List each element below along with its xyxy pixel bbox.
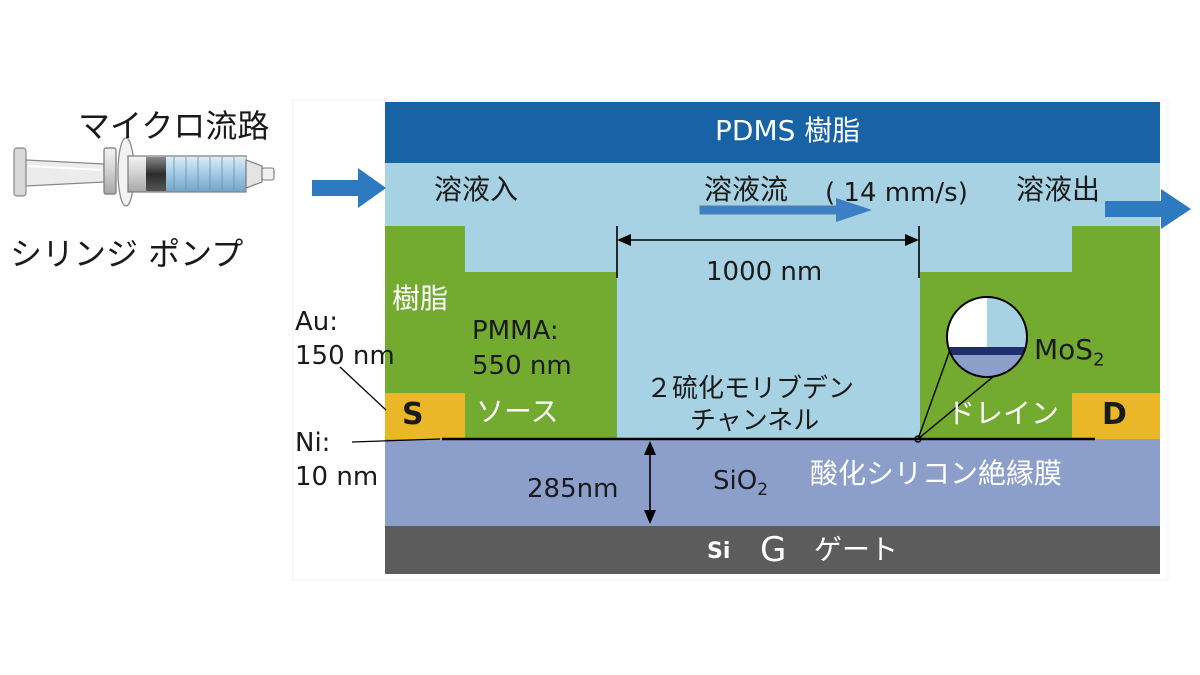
channel-label-line1: ２硫化モリブデン bbox=[646, 374, 855, 404]
oxide-label: 酸化シリコン絶縁膜 bbox=[810, 457, 1063, 490]
ni-label-line2: 10 nm bbox=[295, 462, 379, 492]
oxide-thickness-label: 285nm bbox=[527, 474, 619, 504]
solution-flow-label: 溶液流 bbox=[704, 173, 789, 206]
pdms-layer bbox=[385, 102, 1160, 163]
flow-arrow bbox=[699, 198, 872, 222]
source-letter: S bbox=[402, 397, 424, 432]
solution-out-label: 溶液出 bbox=[1016, 173, 1101, 206]
dim-arrowhead-top bbox=[644, 441, 656, 455]
resin-left bbox=[385, 226, 617, 439]
drain-electrode bbox=[1072, 393, 1160, 439]
outlet-arrow bbox=[1105, 189, 1191, 229]
channel-label-line2: チャンネル bbox=[690, 406, 820, 436]
channel-width-label: 1000 nm bbox=[706, 257, 823, 287]
syringe-icon bbox=[13, 137, 275, 207]
oxide-layer bbox=[385, 439, 1160, 526]
pdms-label: PDMS 樹脂 bbox=[715, 114, 861, 147]
resin-right bbox=[920, 226, 1160, 439]
syringe-pump-label: シリンジ ポンプ bbox=[10, 235, 244, 273]
pmma-label-line1: PMMA: bbox=[472, 316, 559, 346]
pmma-label-line2: 550 nm bbox=[472, 351, 572, 381]
mos2-label-main: MoS bbox=[1034, 333, 1094, 366]
source-label: ソース bbox=[476, 395, 559, 428]
gate-letter: G bbox=[760, 530, 787, 570]
silicon-layer bbox=[385, 526, 1160, 574]
sio2-label: SiO2 bbox=[713, 468, 768, 499]
sio2-label-subscript: 2 bbox=[757, 480, 769, 501]
au-label-line1: Au: bbox=[295, 307, 339, 337]
solution-in-label: 溶液入 bbox=[434, 173, 519, 206]
gate-label: ゲート bbox=[814, 533, 899, 566]
microfluidic-title: マイクロ流路 bbox=[78, 107, 270, 145]
source-electrode bbox=[385, 393, 465, 439]
inlet-arrow bbox=[312, 168, 386, 208]
drain-letter: D bbox=[1102, 397, 1127, 432]
sio2-label-main: SiO bbox=[713, 466, 758, 496]
ni-leader-line bbox=[351, 438, 441, 443]
mos2-magnifier bbox=[914, 296, 1028, 443]
flow-speed-label: ( 14 mm/s) bbox=[825, 178, 968, 208]
drain-label: ドレイン bbox=[947, 397, 1060, 430]
dim-arrowhead-bottom bbox=[644, 510, 656, 524]
au-leader-line bbox=[339, 366, 387, 411]
si-label: Si bbox=[707, 539, 731, 564]
diagram-frame bbox=[292, 99, 1169, 581]
dim-arrowhead-right bbox=[905, 234, 919, 246]
mos2-label-subscript: 2 bbox=[1093, 349, 1105, 371]
dim-arrowhead-left bbox=[617, 234, 631, 246]
ni-label-line1: Ni: bbox=[295, 428, 331, 458]
resin-label: 樹脂 bbox=[392, 282, 449, 315]
au-label-line2: 150 nm bbox=[295, 341, 395, 371]
mos2-label: MoS2 bbox=[1034, 336, 1105, 370]
